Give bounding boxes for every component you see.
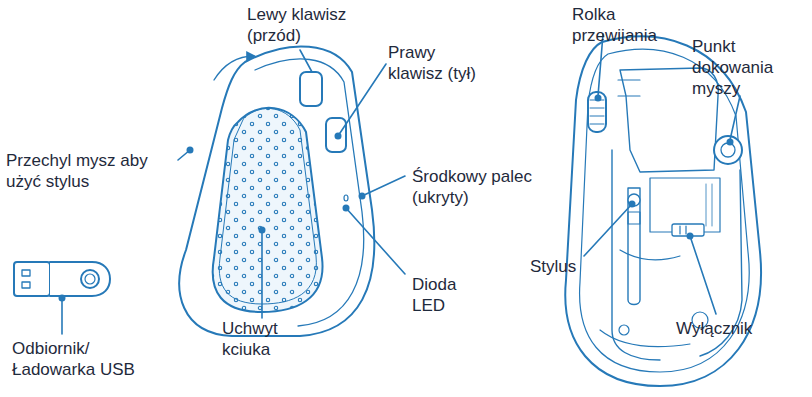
callout-label: Środkowy palec (ukryty) bbox=[412, 166, 552, 208]
dock-point bbox=[714, 136, 742, 164]
thumb-grip bbox=[213, 108, 323, 312]
callout-label: Wyłącznik bbox=[676, 318, 786, 339]
callout-label: Punkt dokowania myszy bbox=[692, 36, 802, 99]
callout-label: Prawy klawisz (tył) bbox=[388, 42, 486, 84]
callout-label: Lewy klawisz (przód) bbox=[247, 4, 365, 46]
callout-label: Dioda LED bbox=[412, 274, 472, 316]
thumb-grip-rim bbox=[219, 108, 316, 304]
scroll-wheel bbox=[588, 92, 606, 132]
left-button bbox=[300, 72, 322, 106]
usb-receiver bbox=[14, 262, 110, 296]
tilt-arrow bbox=[214, 56, 254, 80]
stylus-part bbox=[628, 188, 640, 305]
leader-dots bbox=[59, 95, 734, 302]
callout-label: Przechyl mysz aby użyć stylus bbox=[6, 150, 178, 192]
leader-lines bbox=[62, 34, 740, 334]
led bbox=[344, 195, 348, 201]
mouse-body bbox=[179, 46, 374, 336]
callout-label: Odbiornik/ Ładowarka USB bbox=[12, 338, 142, 380]
callout-label: Rolka przewijania bbox=[572, 4, 672, 46]
callout-label: Stylus bbox=[530, 256, 610, 277]
callout-label: Uchwyt kciuka bbox=[222, 318, 312, 360]
right-button bbox=[326, 118, 346, 152]
